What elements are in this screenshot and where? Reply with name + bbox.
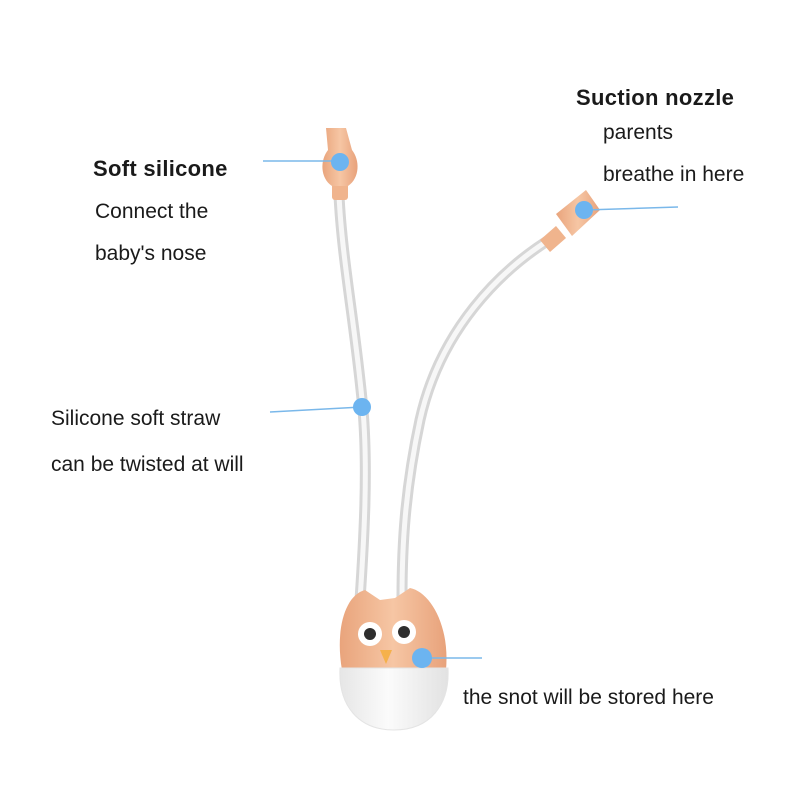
marker-container bbox=[412, 648, 432, 668]
soft-silicone-line: Connect the bbox=[95, 200, 209, 223]
soft-silicone-desc: Connect the baby's nose bbox=[95, 191, 208, 275]
suction-nozzle-desc: parents breathe in here bbox=[603, 112, 744, 196]
leader-lines bbox=[263, 160, 679, 659]
left-straw bbox=[333, 189, 371, 606]
suction-nozzle-line: breathe in here bbox=[603, 163, 745, 186]
soft-silicone-line: baby's nose bbox=[95, 242, 207, 265]
container-desc: the snot will be stored here bbox=[463, 677, 714, 719]
suction-mouthpiece bbox=[540, 190, 600, 252]
suction-nozzle-title: Suction nozzle bbox=[576, 85, 735, 110]
straw-desc: Silicone soft straw can be twisted at wi… bbox=[51, 396, 244, 488]
owl-beak bbox=[380, 650, 392, 664]
marker-suction-nozzle bbox=[575, 201, 593, 219]
straw-line: can be twisted at will bbox=[51, 453, 244, 476]
right-straw bbox=[396, 232, 558, 604]
callout-markers bbox=[331, 153, 593, 668]
suction-nozzle-line: parents bbox=[603, 121, 674, 144]
straw-line: Silicone soft straw bbox=[51, 407, 221, 430]
marker-straw bbox=[353, 398, 371, 416]
container-line: the snot will be stored here bbox=[463, 686, 714, 709]
soft-silicone-title: Soft silicone bbox=[93, 156, 228, 181]
marker-soft-silicone bbox=[331, 153, 349, 171]
